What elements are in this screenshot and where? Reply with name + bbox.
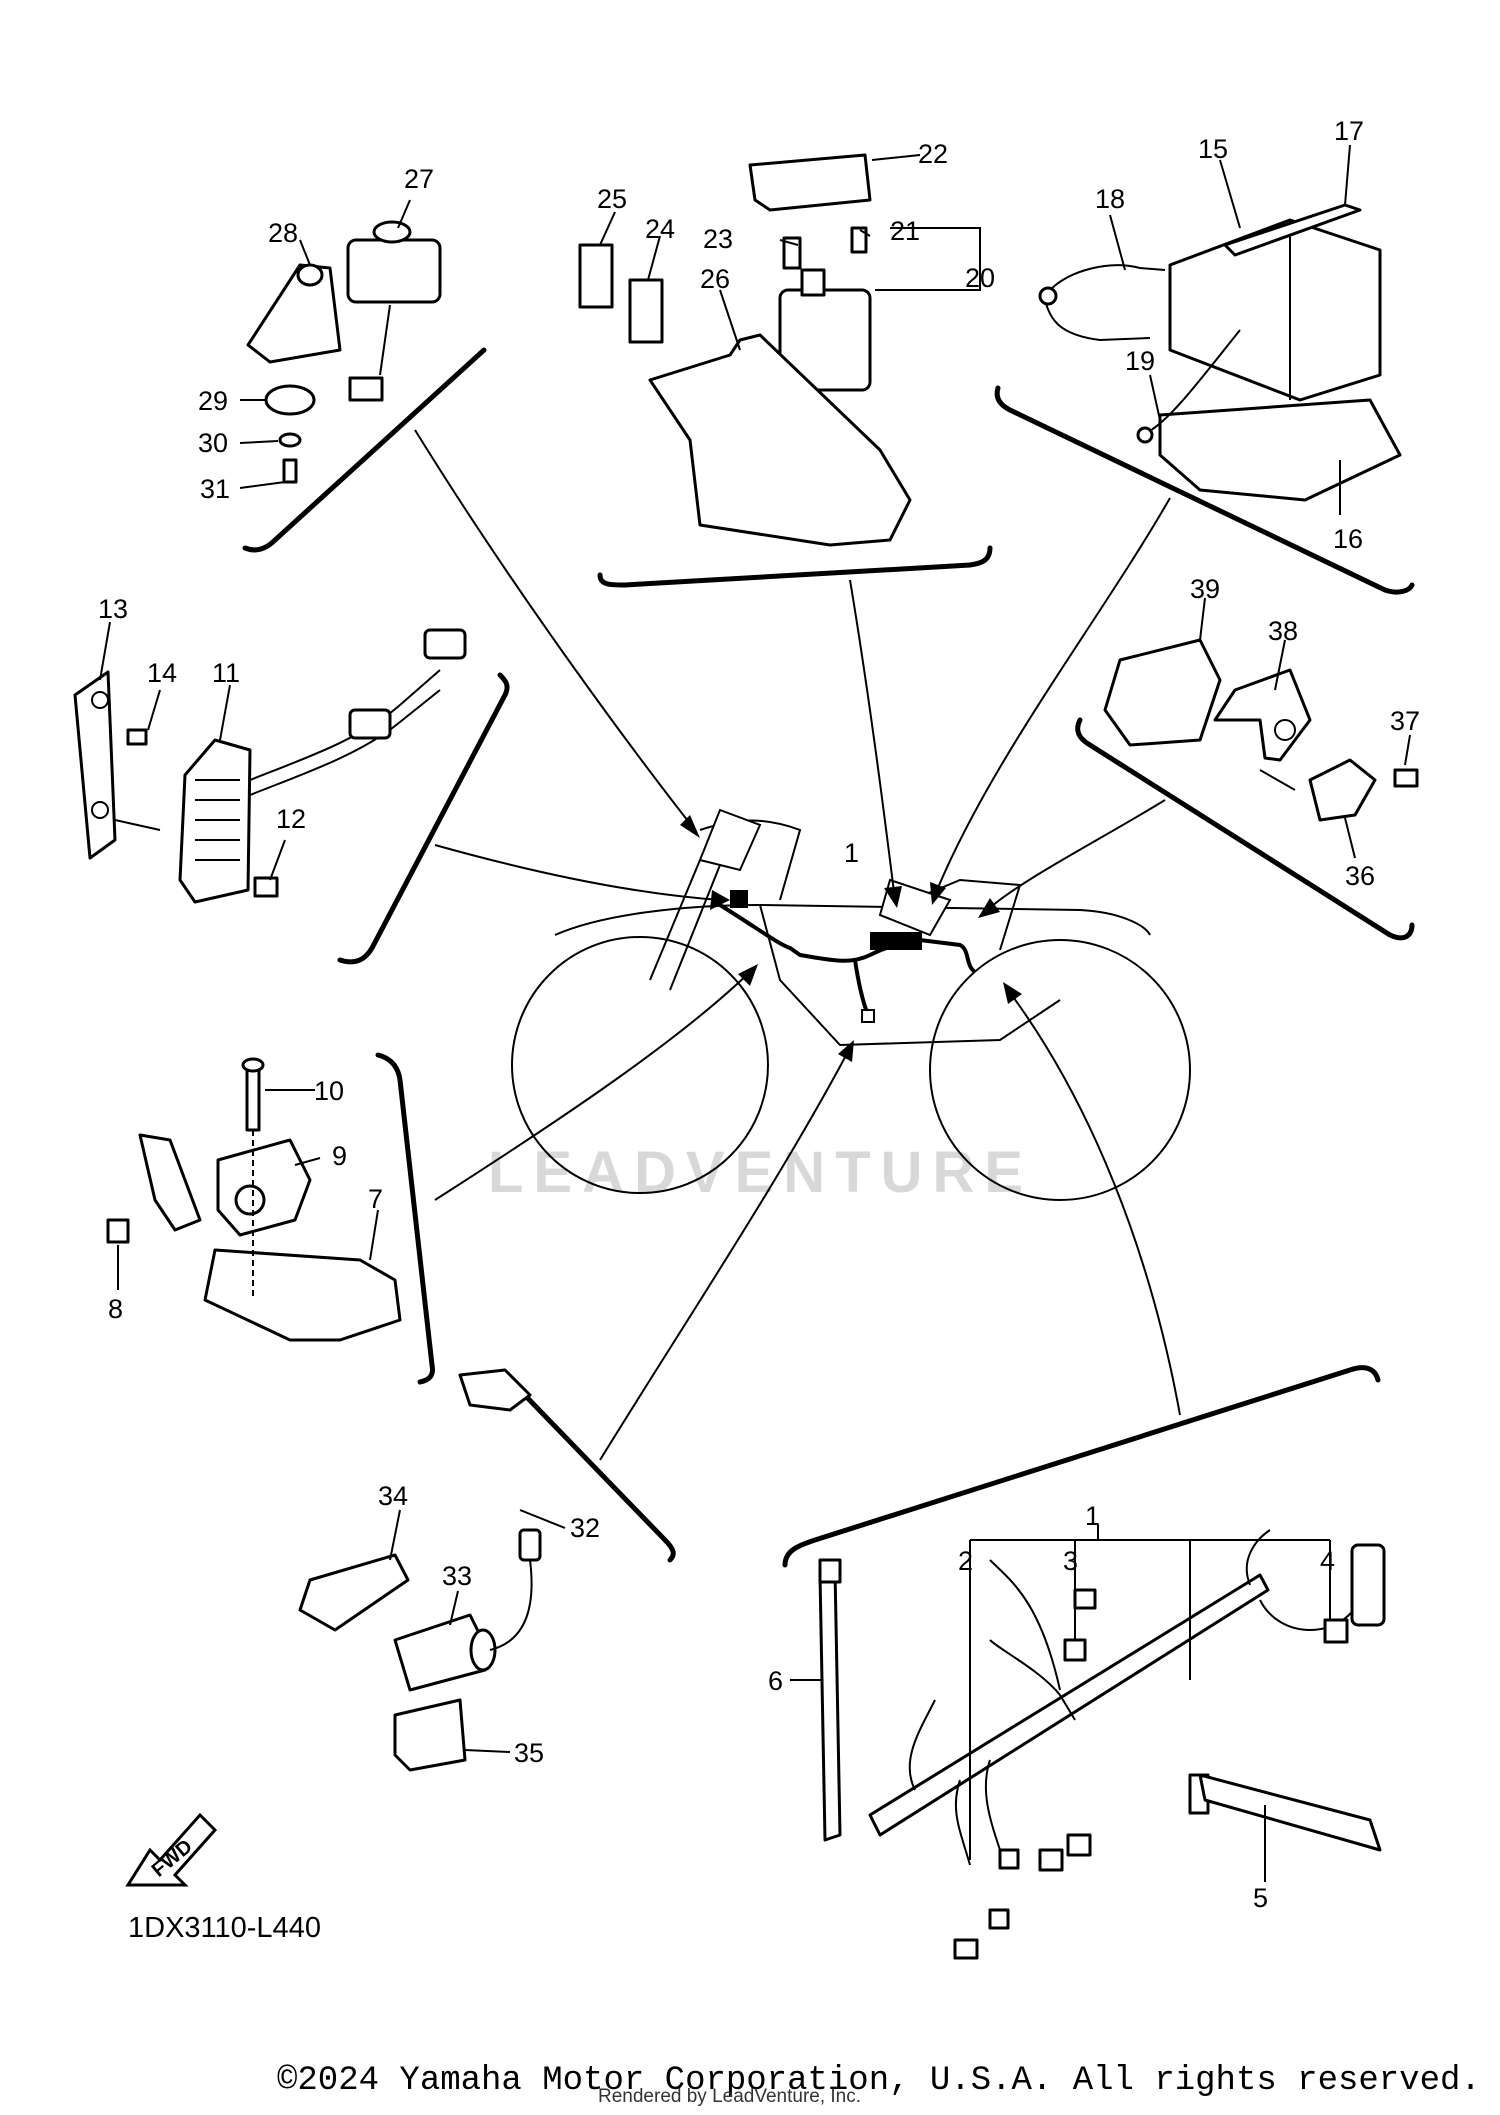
callout-15: 15 <box>1198 134 1228 164</box>
fuse-21 <box>850 226 868 254</box>
bracket-top-center <box>597 545 993 588</box>
bracket-top-left <box>242 347 487 553</box>
callout-25: 25 <box>597 184 627 214</box>
rectifier-group <box>73 621 467 904</box>
bracket-mid-left <box>337 672 510 965</box>
callout-1-harness: 1 <box>1085 1501 1100 1531</box>
bolt-10 <box>245 1068 261 1132</box>
bracket-bottom-right <box>782 1365 1381 1568</box>
callout-28: 28 <box>268 218 298 248</box>
case-26 <box>648 333 912 547</box>
band-17 <box>1223 203 1362 257</box>
connector-2 <box>1038 1848 1064 1872</box>
damper-29 <box>264 384 316 416</box>
callout-7: 7 <box>368 1184 383 1214</box>
callout-30: 30 <box>198 428 228 458</box>
plate-38 <box>1213 668 1312 762</box>
callout-36: 36 <box>1345 861 1375 891</box>
callout-5: 5 <box>1253 1883 1268 1913</box>
bracket-left-bottom <box>375 1052 435 1385</box>
callout-19: 19 <box>1125 346 1155 376</box>
callout-13: 13 <box>98 594 128 624</box>
callout-22: 22 <box>918 139 948 169</box>
unit-9 <box>216 1138 312 1237</box>
bracket-mid-right <box>1075 717 1415 941</box>
callout-39: 39 <box>1190 574 1220 604</box>
connector-large <box>1350 1543 1386 1627</box>
callout-16: 16 <box>1333 524 1363 554</box>
callout-31: 31 <box>200 474 230 504</box>
wire-harness-group <box>790 1525 1386 1960</box>
cover-22 <box>748 153 872 212</box>
callout-9: 9 <box>332 1141 347 1171</box>
watermark-text: LEADVENTURE <box>488 1140 1033 1205</box>
callout-23: 23 <box>703 224 733 254</box>
callout-4: 4 <box>1320 1546 1335 1576</box>
bracket-7 <box>203 1248 402 1342</box>
callout-11: 11 <box>212 658 240 688</box>
relay-case-group <box>578 153 981 547</box>
tape-34 <box>298 1553 410 1632</box>
clip-bracket <box>138 1133 202 1232</box>
harness-on-bike <box>718 890 977 1023</box>
callout-3: 3 <box>1063 1546 1078 1576</box>
sensor-36 <box>1308 758 1377 822</box>
callout-17: 17 <box>1334 116 1364 146</box>
callout-33: 33 <box>442 1561 472 1591</box>
screw-37 <box>1393 768 1419 788</box>
relay-27 <box>346 238 442 304</box>
clamp-32 <box>458 1368 532 1412</box>
diagram-code: 1DX3110-L440 <box>128 1912 321 1944</box>
callout-12: 12 <box>276 804 306 834</box>
rendered-by-text: Rendered by LeadVenture, Inc. <box>598 2086 862 2107</box>
tray-16 <box>1158 398 1402 502</box>
callout-29: 29 <box>198 386 228 416</box>
callout-24: 24 <box>645 214 675 244</box>
callout-20: 20 <box>965 263 995 293</box>
copyright-text: ©2024 Yamaha Motor Corporation, U.S.A. A… <box>277 2062 1481 2100</box>
relay-24 <box>628 278 664 344</box>
ecu-bracket-group <box>106 1057 402 1342</box>
bracket-35 <box>393 1698 467 1772</box>
bolt-12 <box>253 876 279 898</box>
callout-8: 8 <box>108 1294 123 1324</box>
callout-37: 37 <box>1390 706 1420 736</box>
callout-35: 35 <box>514 1738 544 1768</box>
bracket-13 <box>73 670 117 860</box>
forward-arrow: FWD <box>125 1812 218 1887</box>
callout-21: 21 <box>890 216 920 246</box>
callout-10: 10 <box>314 1076 344 1106</box>
bracket-top-right <box>994 385 1415 595</box>
washer-30 <box>278 432 302 448</box>
callout-18: 18 <box>1095 184 1125 214</box>
connector-3 <box>1063 1638 1087 1662</box>
callout-32: 32 <box>570 1513 600 1543</box>
callout-27: 27 <box>404 164 434 194</box>
connector-4 <box>1323 1618 1349 1644</box>
callout-2: 2 <box>958 1546 973 1576</box>
connector-relay <box>348 376 384 402</box>
callout-6: 6 <box>768 1666 783 1696</box>
screw-31 <box>282 458 298 484</box>
pointer-arrows <box>414 429 1181 1461</box>
relay-25 <box>578 243 614 309</box>
starter-relay-group <box>239 199 442 489</box>
bolt-23 <box>782 236 802 270</box>
battery-group <box>1038 144 1402 515</box>
bolt-14 <box>126 728 148 746</box>
callout-26: 26 <box>700 264 730 294</box>
battery-15 <box>1168 218 1382 402</box>
callout-14: 14 <box>147 658 177 688</box>
tie-6 <box>818 1568 842 1842</box>
cover-39 <box>1103 638 1222 747</box>
callout-1-center: 1 <box>844 838 859 868</box>
sensor-group <box>1103 597 1419 859</box>
band-5 <box>1198 1773 1382 1852</box>
screw-8 <box>106 1218 130 1244</box>
callout-38: 38 <box>1268 616 1298 646</box>
bracket-28 <box>246 263 342 364</box>
coil-group <box>298 1368 566 1772</box>
callout-34: 34 <box>378 1481 408 1511</box>
